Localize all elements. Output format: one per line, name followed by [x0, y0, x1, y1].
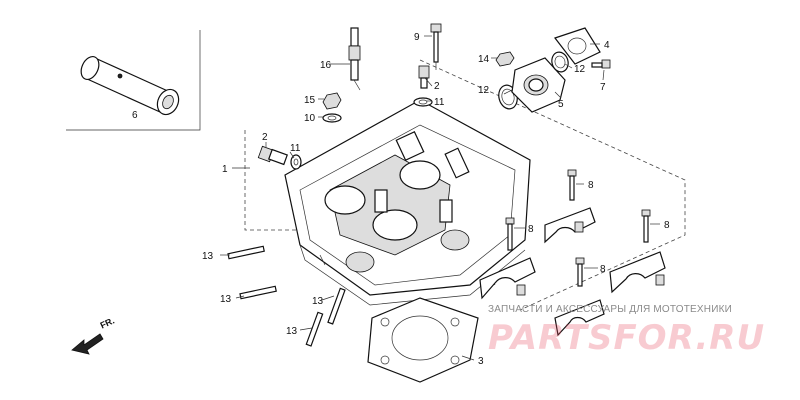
label-11-lower: 11	[290, 143, 301, 154]
watermark-caption: ЗАПЧАСТИ И АКСЕССУАРЫ ДЛЯ МОТОТЕХНИКИ	[488, 304, 733, 315]
camshaft-holder-right	[609, 251, 666, 294]
stud-13-c	[327, 287, 346, 325]
spark-plug	[348, 27, 361, 91]
label-1: 1	[222, 164, 228, 175]
assembly-guide-right	[419, 59, 686, 311]
assembly-guide-left	[244, 130, 305, 231]
camshaft-holder-bottom	[554, 299, 605, 337]
o-ring-11-lower	[290, 154, 302, 170]
leader-lines	[220, 35, 660, 361]
bolt-8-a	[567, 169, 577, 201]
cylinder-head	[284, 99, 531, 306]
front-direction-arrow	[71, 333, 104, 355]
label-2-lower: 2	[262, 132, 268, 143]
wrench-frame	[66, 30, 201, 131]
label-14: 14	[478, 54, 490, 65]
part-labels: 16 9 2 11 15 10 6 1 2 11 14 12 5 4 12 7 …	[132, 32, 670, 367]
label-6: 6	[132, 110, 138, 121]
spark-plug-wrench	[80, 56, 180, 116]
insulator-5	[511, 57, 566, 113]
label-5: 5	[558, 99, 564, 110]
stud-13-b	[239, 285, 277, 300]
stud-13-d	[305, 311, 324, 347]
label-2-upper: 2	[434, 81, 440, 92]
label-16: 16	[320, 60, 332, 71]
camshaft-holder-left	[479, 257, 536, 300]
label-4: 4	[604, 40, 610, 51]
nut-14	[495, 51, 515, 67]
o-ring-12-right	[551, 51, 569, 73]
bolt-8-c	[641, 209, 651, 243]
stud-13-a	[227, 245, 265, 260]
label-3: 3	[478, 356, 484, 367]
label-13-a: 13	[202, 251, 214, 262]
nut-15	[322, 92, 342, 110]
stud-bolt-9	[430, 23, 442, 70]
label-13-c: 13	[312, 296, 324, 307]
label-13-b: 13	[220, 294, 232, 305]
label-8-c: 8	[664, 220, 670, 231]
label-13-d: 13	[286, 326, 298, 337]
label-7: 7	[600, 82, 606, 93]
label-8-b: 8	[528, 224, 534, 235]
fitting-2-lower	[257, 145, 288, 166]
label-10: 10	[304, 113, 316, 124]
label-15: 15	[304, 95, 316, 106]
label-12-left: 12	[478, 85, 490, 96]
o-ring-11-upper	[413, 97, 433, 107]
fitting-2-upper	[418, 65, 430, 89]
washer-10	[322, 113, 342, 123]
bolt-8-d	[575, 257, 585, 287]
label-9: 9	[414, 32, 420, 43]
head-gasket	[367, 297, 479, 383]
watermark-site: PARTSFOR.RU	[488, 318, 766, 358]
label-11-upper: 11	[434, 97, 445, 108]
label-8-d: 8	[600, 264, 606, 275]
label-8-a: 8	[588, 180, 594, 191]
bolt-8-b	[505, 217, 515, 251]
gasket-4	[554, 27, 601, 65]
camshaft-holder-upper	[544, 207, 596, 244]
label-12-right: 12	[574, 64, 586, 75]
bolt-7	[591, 59, 611, 69]
